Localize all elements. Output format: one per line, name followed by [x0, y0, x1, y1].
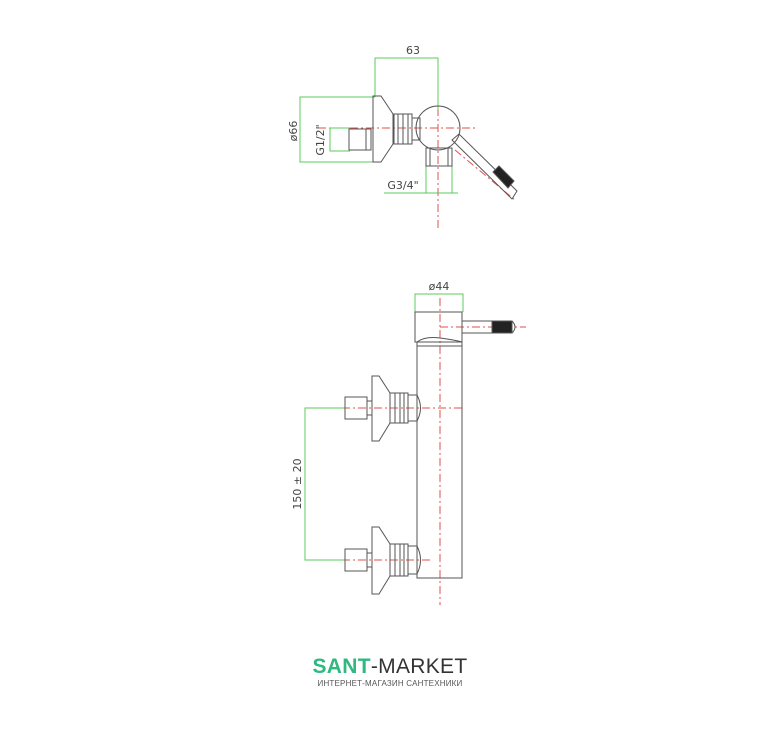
front-view: ø44 150 ± 20	[291, 280, 526, 605]
dim-outlet-thread: G3/4"	[387, 179, 418, 192]
front-dimension-lines	[304, 293, 464, 561]
brand-name-part1: SANT	[312, 655, 371, 678]
brand-tagline: ИНТЕРНЕТ-МАГАЗИН САНТЕХНИКИ	[317, 679, 463, 688]
brand-name-part2: -MARKET	[370, 655, 468, 678]
dim-inlet-thread: G1/2"	[314, 124, 327, 155]
brand-logo: SANT-MARKET	[0, 655, 780, 679]
dim-flange-diameter: ø66	[287, 121, 300, 142]
dim-body-diameter: ø44	[429, 280, 450, 293]
top-view: 63 ø66 G1/2" G3/4"	[287, 44, 518, 228]
dim-inlet-spacing: 150 ± 20	[291, 458, 304, 509]
dim-width-top: 63	[406, 44, 420, 57]
front-centerlines	[342, 298, 526, 605]
top-outline	[348, 95, 518, 200]
dimension-lines	[299, 57, 458, 194]
front-outline	[344, 311, 516, 595]
